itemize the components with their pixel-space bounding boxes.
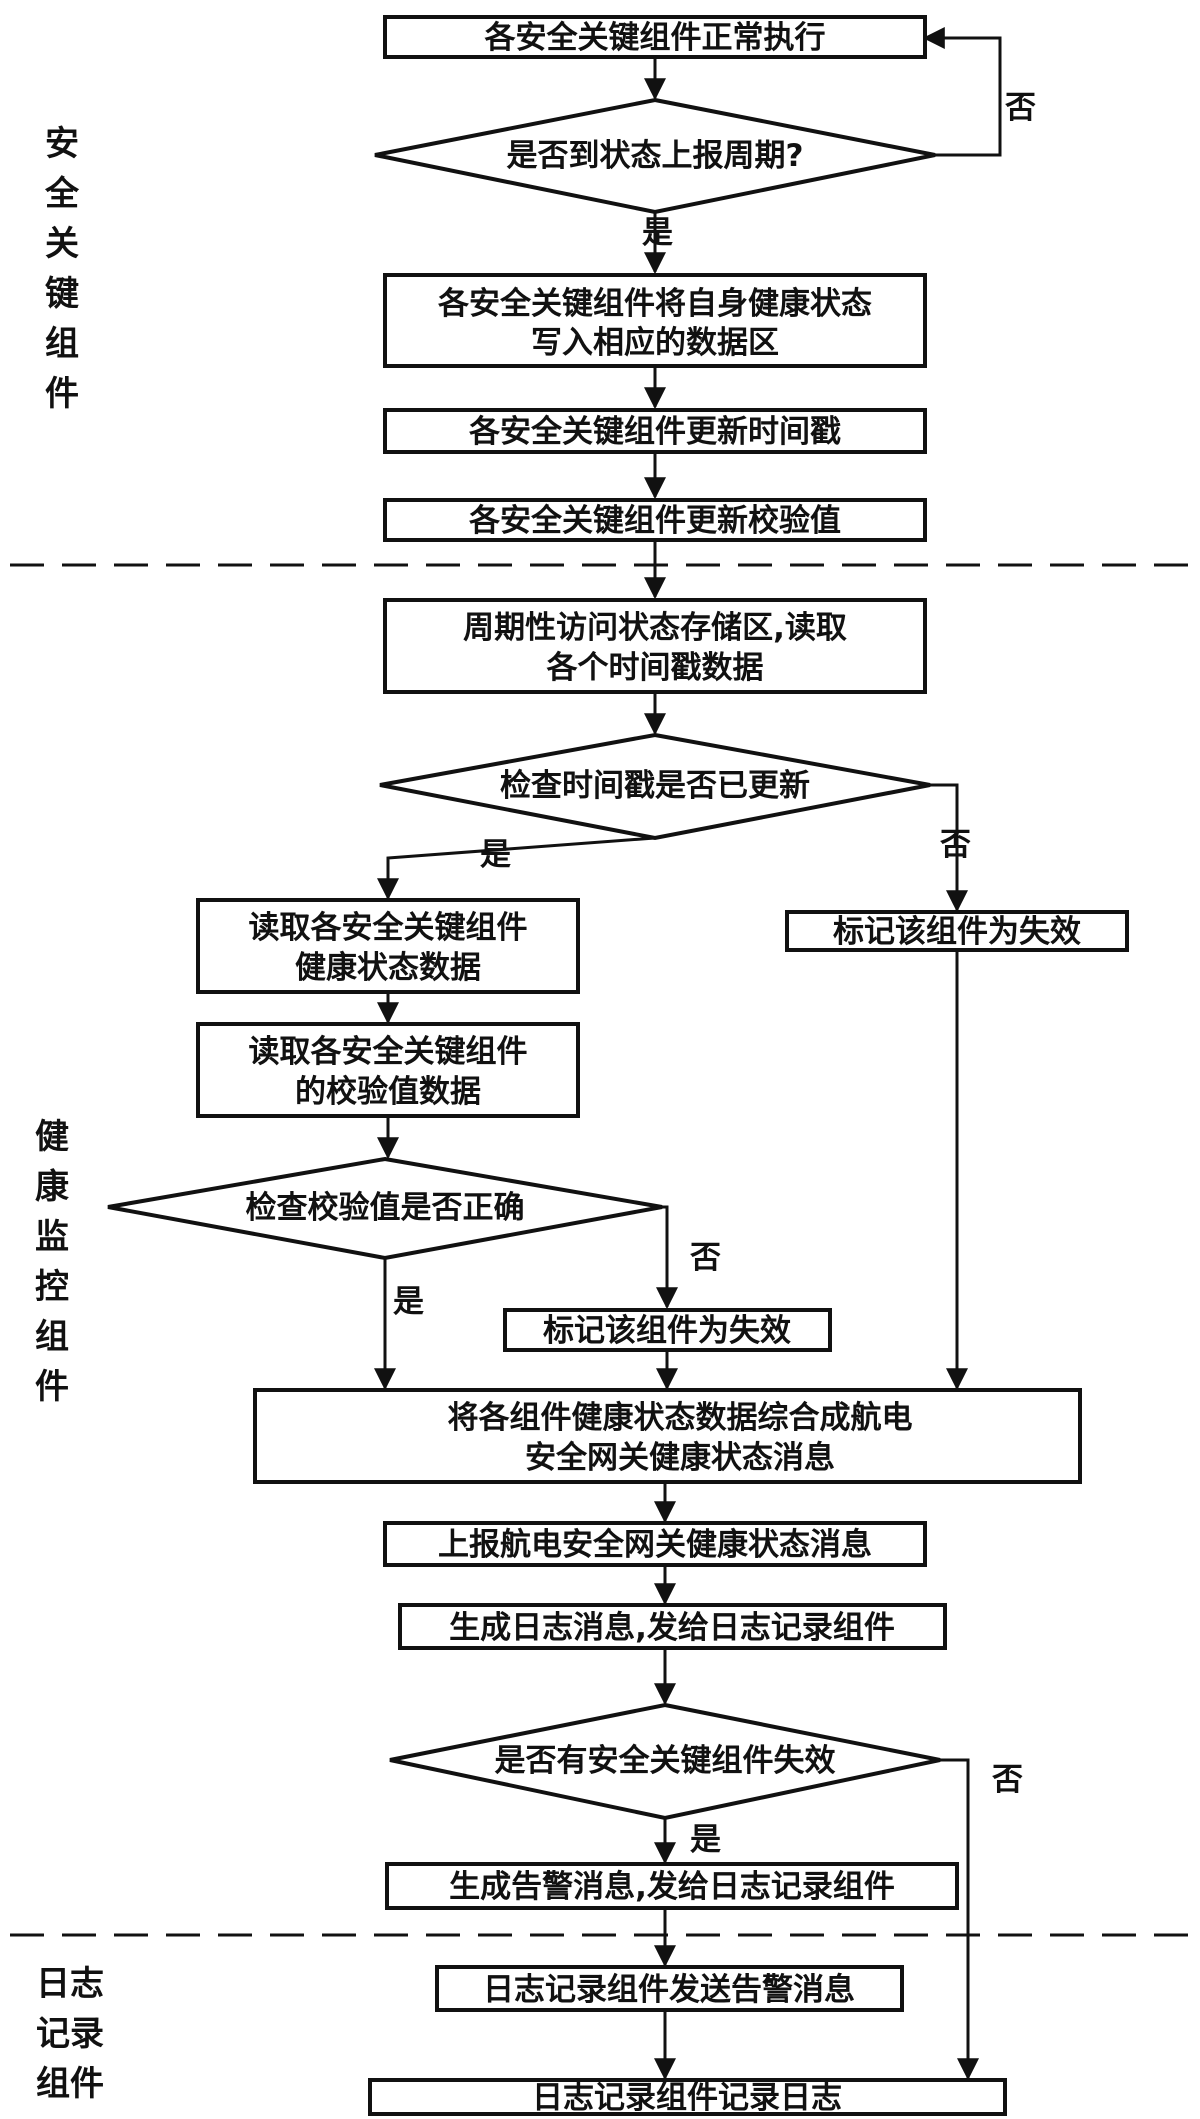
lane-label-row: 组件 — [36, 2064, 104, 2104]
edge-label-d3-no: 否 — [690, 1240, 721, 1276]
node-read-checksum-data: 读取各安全关键组件 的校验值数据 — [196, 1022, 580, 1118]
lane-label-char: 健 — [35, 1117, 69, 1157]
svg-text:标记该组件为失效: 标记该组件为失效 — [543, 1313, 791, 1349]
node-generate-alarm: 生成告警消息,发给日志记录组件 — [385, 1862, 959, 1910]
lane-label-char: 安 — [45, 124, 79, 164]
lane-label-char: 组 — [35, 1317, 69, 1357]
node-read-health-data: 读取各安全关键组件 健康状态数据 — [196, 898, 580, 994]
decision-checksum-correct: 检查校验值是否正确 — [107, 1156, 663, 1261]
edge-label-d3-yes: 是 — [393, 1284, 424, 1320]
svg-text:生成日志消息,发给日志记录组件: 生成日志消息,发给日志记录组件 — [449, 1610, 895, 1646]
node-normal-exec: 各安全关键组件正常执行 — [383, 15, 927, 59]
edge-d1-no-loop — [922, 27, 1002, 157]
svg-text:各安全关键组件正常执行: 各安全关键组件正常执行 — [484, 20, 826, 56]
svg-text:读取各安全关键组件: 读取各安全关键组件 — [249, 1034, 528, 1070]
node-update-checksum: 各安全关键组件更新校验值 — [383, 498, 927, 542]
node-update-timestamp: 各安全关键组件更新时间戳 — [383, 408, 927, 454]
svg-text:各个时间戳数据: 各个时间戳数据 — [546, 650, 764, 686]
svg-text:各安全关键组件更新校验值: 各安全关键组件更新校验值 — [468, 503, 841, 539]
edge-label-d1-yes: 是 — [642, 215, 673, 251]
lane-label-log: 日志 记录 组件 — [36, 1964, 104, 2104]
svg-text:周期性访问状态存储区,读取: 周期性访问状态存储区,读取 — [463, 610, 847, 646]
svg-text:标记该组件为失效: 标记该组件为失效 — [833, 914, 1081, 950]
edge-label-d1-no: 否 — [1005, 90, 1036, 126]
lane-label-char: 组 — [45, 324, 79, 364]
lane-label-row: 记录 — [36, 2014, 104, 2054]
lane-label-row: 日志 — [36, 1964, 104, 2004]
decision-timestamp-updated: 检查时间戳是否已更新 — [379, 732, 931, 841]
node-write-health: 各安全关键组件将自身健康状态 写入相应的数据区 — [383, 273, 927, 368]
edges — [374, 27, 1002, 2081]
lane-label-char: 键 — [45, 274, 79, 314]
edge-d2-no — [930, 783, 968, 913]
svg-text:是否有安全关键组件失效: 是否有安全关键组件失效 — [495, 1743, 836, 1779]
lane-label-char: 件 — [45, 374, 79, 414]
edge-d2-yes — [377, 836, 656, 901]
svg-text:上报航电安全网关健康状态消息: 上报航电安全网关健康状态消息 — [438, 1527, 872, 1563]
lane-label-char: 监 — [35, 1217, 69, 1257]
edge-d4-no — [940, 1758, 979, 2081]
svg-text:生成告警消息,发给日志记录组件: 生成告警消息,发给日志记录组件 — [449, 1869, 895, 1905]
svg-text:检查校验值是否正确: 检查校验值是否正确 — [246, 1190, 525, 1226]
svg-text:健康状态数据: 健康状态数据 — [295, 950, 481, 986]
svg-text:检查时间戳是否已更新: 检查时间戳是否已更新 — [500, 768, 810, 804]
lane-label-char: 全 — [44, 174, 80, 214]
lane-label-char: 件 — [35, 1367, 69, 1407]
svg-text:日志记录组件发送告警消息: 日志记录组件发送告警消息 — [483, 1972, 855, 2008]
decision-any-failed: 是否有安全关键组件失效 — [389, 1702, 941, 1821]
svg-text:安全网关健康状态消息: 安全网关健康状态消息 — [525, 1440, 835, 1476]
lane-label-char: 关 — [45, 224, 79, 264]
node-record-log: 日志记录组件记录日志 — [368, 2078, 1007, 2116]
svg-text:日志记录组件记录日志: 日志记录组件记录日志 — [532, 2080, 842, 2116]
lane-label-safety: 安 全 关 键 组 件 — [44, 124, 80, 414]
node-report-health: 上报航电安全网关健康状态消息 — [383, 1521, 927, 1567]
node-mark-failed-timestamp: 标记该组件为失效 — [785, 910, 1129, 952]
edge-d3-no — [656, 1205, 678, 1310]
edge-label-d4-no: 否 — [992, 1762, 1023, 1798]
node-aggregate-health: 将各组件健康状态数据综合成航电 安全网关健康状态消息 — [253, 1388, 1082, 1484]
lane-label-char: 康 — [35, 1167, 69, 1207]
node-mark-failed-checksum: 标记该组件为失效 — [503, 1308, 832, 1352]
edge-label-d2-no: 否 — [940, 827, 971, 863]
edge-label-d4-yes: 是 — [690, 1822, 721, 1858]
svg-text:是否到状态上报周期?: 是否到状态上报周期? — [507, 138, 804, 174]
node-send-alarm: 日志记录组件发送告警消息 — [435, 1965, 904, 2012]
decision-report-period: 是否到状态上报周期? — [374, 97, 936, 215]
node-read-timestamps: 周期性访问状态存储区,读取 各个时间戳数据 — [383, 598, 927, 694]
node-generate-log: 生成日志消息,发给日志记录组件 — [398, 1603, 947, 1650]
svg-text:的校验值数据: 的校验值数据 — [295, 1074, 481, 1110]
svg-text:写入相应的数据区: 写入相应的数据区 — [531, 325, 779, 361]
lane-label-health: 健 康 监 控 组 件 — [35, 1117, 69, 1407]
svg-text:读取各安全关键组件: 读取各安全关键组件 — [249, 910, 528, 946]
edge-label-d2-yes: 是 — [480, 837, 511, 873]
svg-text:将各组件健康状态数据综合成航电: 将各组件健康状态数据综合成航电 — [448, 1400, 913, 1436]
lane-label-char: 控 — [35, 1267, 69, 1307]
svg-text:各安全关键组件更新时间戳: 各安全关键组件更新时间戳 — [468, 414, 841, 450]
svg-text:各安全关键组件将自身健康状态: 各安全关键组件将自身健康状态 — [437, 286, 872, 322]
